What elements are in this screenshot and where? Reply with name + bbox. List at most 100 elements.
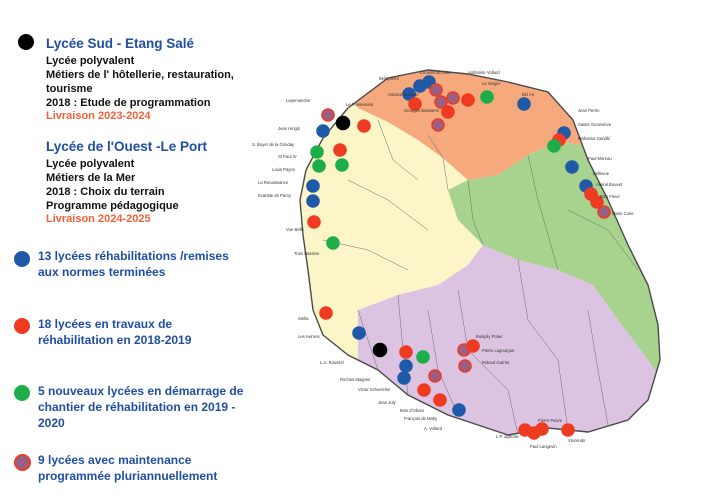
school-marker-green (335, 158, 349, 172)
place-label: Jean Joly (378, 400, 397, 405)
school-marker-purple (458, 359, 472, 373)
school-marker-red (399, 345, 413, 359)
project-sud-delivery: Livraison 2023-2024 (46, 110, 151, 122)
place-label: Ambroise Vollard (468, 70, 500, 75)
place-label: Lepervanche (286, 98, 311, 103)
red-marker-icon (14, 318, 30, 334)
school-markers (306, 75, 611, 440)
place-label: Antoine Roussin (388, 92, 419, 97)
legend-green-line2: chantier de réhabilitation en 2019 - (38, 400, 236, 414)
school-marker-blue (452, 403, 466, 417)
school-marker-green (310, 145, 324, 159)
project-sud-line3: tourisme (46, 83, 93, 95)
school-marker-red (408, 97, 422, 111)
school-marker-red (590, 195, 604, 209)
project-ouest-title: Lycée de l'Ouest -Le Port (46, 139, 208, 154)
place-label: Sainte Geneviève (578, 122, 612, 127)
place-label: Jean Hinglo (278, 126, 301, 131)
project-ouest-line1: Lycée polyvalent (46, 158, 135, 170)
legend-green-line3: 2020 (38, 416, 65, 430)
place-label: Marie Curie (612, 211, 634, 216)
place-labels: Lepervanche Le Possession Jean Hinglo S.… (252, 70, 634, 449)
place-label: Le Possession (346, 102, 374, 107)
place-label: Pierre Lagourgue (482, 348, 515, 353)
legend-green-line1: 5 nouveaux lycées en démarrage de (38, 384, 244, 398)
school-marker-purple (431, 118, 445, 132)
place-label: Pierre Poivre (538, 418, 563, 423)
school-marker-purple (428, 369, 442, 383)
place-label: Vue Belle (286, 227, 304, 232)
place-label: François de Mahy (404, 416, 438, 421)
project-sud-line2: Métiers de l' hôtellerie, restauration, (46, 69, 234, 81)
school-marker-red (535, 422, 549, 436)
place-label: Roches Maigres (340, 377, 370, 382)
place-label: Mahatma Gandhi (578, 136, 610, 141)
map-zones (300, 70, 660, 435)
school-marker-red (319, 306, 333, 320)
place-label: La Renaissance (258, 180, 289, 185)
place-label: Vincendo (568, 438, 586, 443)
school-marker-red (307, 215, 321, 229)
place-label: Bellepierre (379, 76, 400, 81)
school-marker-red (561, 423, 575, 437)
place-label: Roland Garros (482, 360, 509, 365)
place-label: Le Verger (482, 81, 501, 86)
place-label: Bois Fleuri (600, 194, 620, 199)
school-marker-blue (352, 326, 366, 340)
school-marker-red (333, 143, 347, 157)
place-label: Victor Schoelcher (358, 387, 391, 392)
school-marker-black (335, 115, 351, 131)
school-marker-red (357, 119, 371, 133)
green-marker-icon (14, 385, 30, 401)
legend-red-line1: 18 lycées en travaux de (38, 317, 173, 331)
black-marker-icon (18, 34, 34, 50)
purple-marker-icon (14, 454, 31, 471)
school-marker-purple (434, 95, 448, 109)
project-ouest-line3: 2018 : Choix du terrain (46, 186, 165, 198)
place-label: Trois Bassins (294, 251, 319, 256)
place-label: Paul Moreau (588, 156, 612, 161)
blue-marker-icon (14, 251, 30, 267)
legend-red-line2: réhabilitation en 2018-2019 (38, 333, 192, 347)
school-marker-blue (316, 124, 330, 138)
school-marker-blue (397, 371, 411, 385)
reunion-island-map: Lepervanche Le Possession Jean Hinglo S.… (252, 69, 661, 449)
school-marker-blue (399, 359, 413, 373)
school-marker-green (547, 139, 561, 153)
school-marker-blue (517, 97, 531, 111)
project-ouest-line2: Métiers de la Mer (46, 172, 136, 184)
place-label: Jean Perrin (578, 108, 600, 113)
place-label: Georges Brassens (404, 108, 439, 113)
place-label: Stella (298, 316, 309, 321)
school-marker-blue (306, 179, 320, 193)
school-marker-green (326, 236, 340, 250)
place-label: Bois d'Olives (400, 408, 424, 413)
legend-blue-line2: aux normes terminées (38, 265, 166, 279)
project-sud-title: Lycée Sud - Etang Salé (46, 36, 195, 51)
project-ouest-delivery: Livraison 2024-2025 (46, 213, 151, 225)
school-marker-purple (429, 83, 443, 97)
legend-blue-line1: 13 lycées réhabilitations /remises (38, 249, 229, 263)
place-label: Boisjoly Potier (476, 334, 503, 339)
school-marker-green (416, 350, 430, 364)
island-outline (299, 69, 661, 436)
place-label: Amiral Bouvet (596, 182, 623, 187)
place-label: Les Avirons (298, 334, 320, 339)
school-marker-purple (446, 91, 460, 105)
project-sud-line1: Lycée polyvalent (46, 55, 135, 67)
legend-purple-line1: 9 lycées avec maintenance (38, 453, 192, 467)
place-label: St Paul IV (278, 154, 297, 159)
place-label: Paul Langevin (530, 444, 557, 449)
school-marker-red (441, 105, 455, 119)
school-marker-green (312, 159, 326, 173)
place-label: Louis Payen (272, 167, 296, 172)
school-marker-blue (565, 160, 579, 174)
school-marker-blue (306, 194, 320, 208)
school-marker-red (417, 383, 431, 397)
school-marker-purple (321, 108, 335, 122)
legend-purple-line2: programmée pluriannuellement (38, 469, 218, 483)
school-marker-green (480, 90, 494, 104)
place-label: S. Boyer de la Giroday (252, 142, 295, 147)
school-marker-red (433, 393, 447, 407)
school-marker-red (461, 93, 475, 107)
